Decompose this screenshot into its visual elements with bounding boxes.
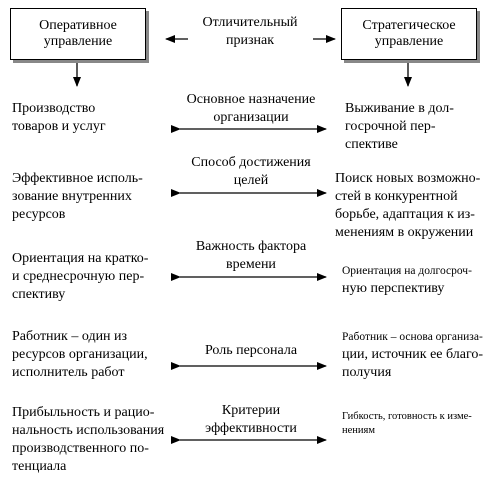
row-4-strategic-line: получия [342,365,392,380]
row-3-feature: Важность фактора времени [163,238,339,274]
row-2-strategic: Поиск новых возможно- стей в конкурентно… [335,170,480,242]
distinguishing-feature-label: Отличительный признак [190,14,310,50]
row-1-operative-line: товаров и услуг [12,119,106,134]
row-2-strategic-line: менениям в окружении [335,225,474,240]
row-5-feature: Критерии эффективности [163,402,339,438]
row-3-strategic-line: ную перспективу [342,281,445,296]
row-4-feature: Роль персонала [163,342,339,360]
row-1-strategic: Выживание в дол- госрочной пер- спективе [345,100,454,154]
row-4-operative: Работник – один из ресурсов организации,… [12,328,148,382]
row-3-feature-line: Важность фактора [195,239,307,254]
row-3-operative: Ориентация на кратко- и среднесрочную пе… [12,250,148,304]
row-2-feature-line: Способ достижения [191,155,311,170]
row-3-strategic: Ориентация на долгосроч- ную перспективу [342,262,472,298]
row-2-strategic-line: борьбе, адаптация к из- [335,207,475,222]
row-4-operative-line: ресурсов организации, [12,347,148,362]
row-5-operative-line: нальность использования [12,423,165,438]
row-1-strategic-line: Выживание в дол- [345,101,454,116]
row-4-strategic-line: ции, источник ее благо- [342,347,484,362]
row-2-strategic-line: стей в конкурентной [335,189,458,204]
row-1-feature: Основное назначение организации [163,91,339,127]
strategic-management-box: Стратегическое управление [341,8,477,60]
row-1-feature-line: Основное назначение [186,92,316,107]
operative-box-line-1: Оперативное [39,18,117,33]
row-3-strategic-line: Ориентация на долгосроч- [342,265,472,277]
row-3-feature-line: времени [226,257,276,272]
row-2-feature: Способ достижения целей [163,154,339,190]
row-4-operative-line: исполнитель работ [12,365,125,380]
row-2-operative-line: ресурсов [12,207,66,222]
feature-label-line-1: Отличительный [202,15,298,30]
row-5-strategic-line: Гибкость, готовность к изме- [342,411,472,422]
row-5-operative-line: Прибыльность и рацио- [12,405,155,420]
row-1-strategic-line: спективе [345,137,398,152]
row-1-operative: Производство товаров и услуг [12,100,106,136]
row-1-feature-line: организации [213,110,289,125]
row-2-operative: Эффективное исполь- зование внутренних р… [12,170,143,224]
row-4-operative-line: Работник – один из [12,329,128,344]
operative-box-line-2: управление [43,34,113,49]
row-3-operative-line: и среднесрочную пер- [12,269,145,284]
row-4-strategic-line: Работник – основа организа- [342,331,483,343]
row-5-feature-line: Критерии [221,403,281,418]
row-3-operative-line: Ориентация на кратко- [12,251,149,266]
row-1-strategic-line: госрочной пер- [345,119,436,134]
row-2-operative-line: зование внутренних [12,189,132,204]
row-1-operative-line: Производство [12,101,96,116]
row-5-strategic: Гибкость, готовность к изме- нениям [342,410,472,438]
row-4-strategic: Работник – основа организа- ции, источни… [342,328,483,382]
feature-label-line-2: признак [225,33,275,48]
row-4-feature-line: Роль персонала [204,343,298,358]
strategic-box-line-2: управление [374,34,444,49]
row-2-operative-line: Эффективное исполь- [12,171,143,186]
operative-management-box: Оперативное управление [10,8,146,60]
row-3-operative-line: спективу [12,287,66,302]
row-5-feature-line: эффективности [205,421,297,436]
row-2-strategic-line: Поиск новых возможно- [335,171,481,186]
row-5-operative: Прибыльность и рацио- нальность использо… [12,404,164,476]
row-2-feature-line: целей [233,173,269,188]
row-5-operative-line: производственного по- [12,441,149,456]
row-5-strategic-line: нениям [342,425,375,436]
strategic-box-line-1: Стратегическое [362,18,456,33]
row-5-operative-line: тенциала [12,459,67,474]
